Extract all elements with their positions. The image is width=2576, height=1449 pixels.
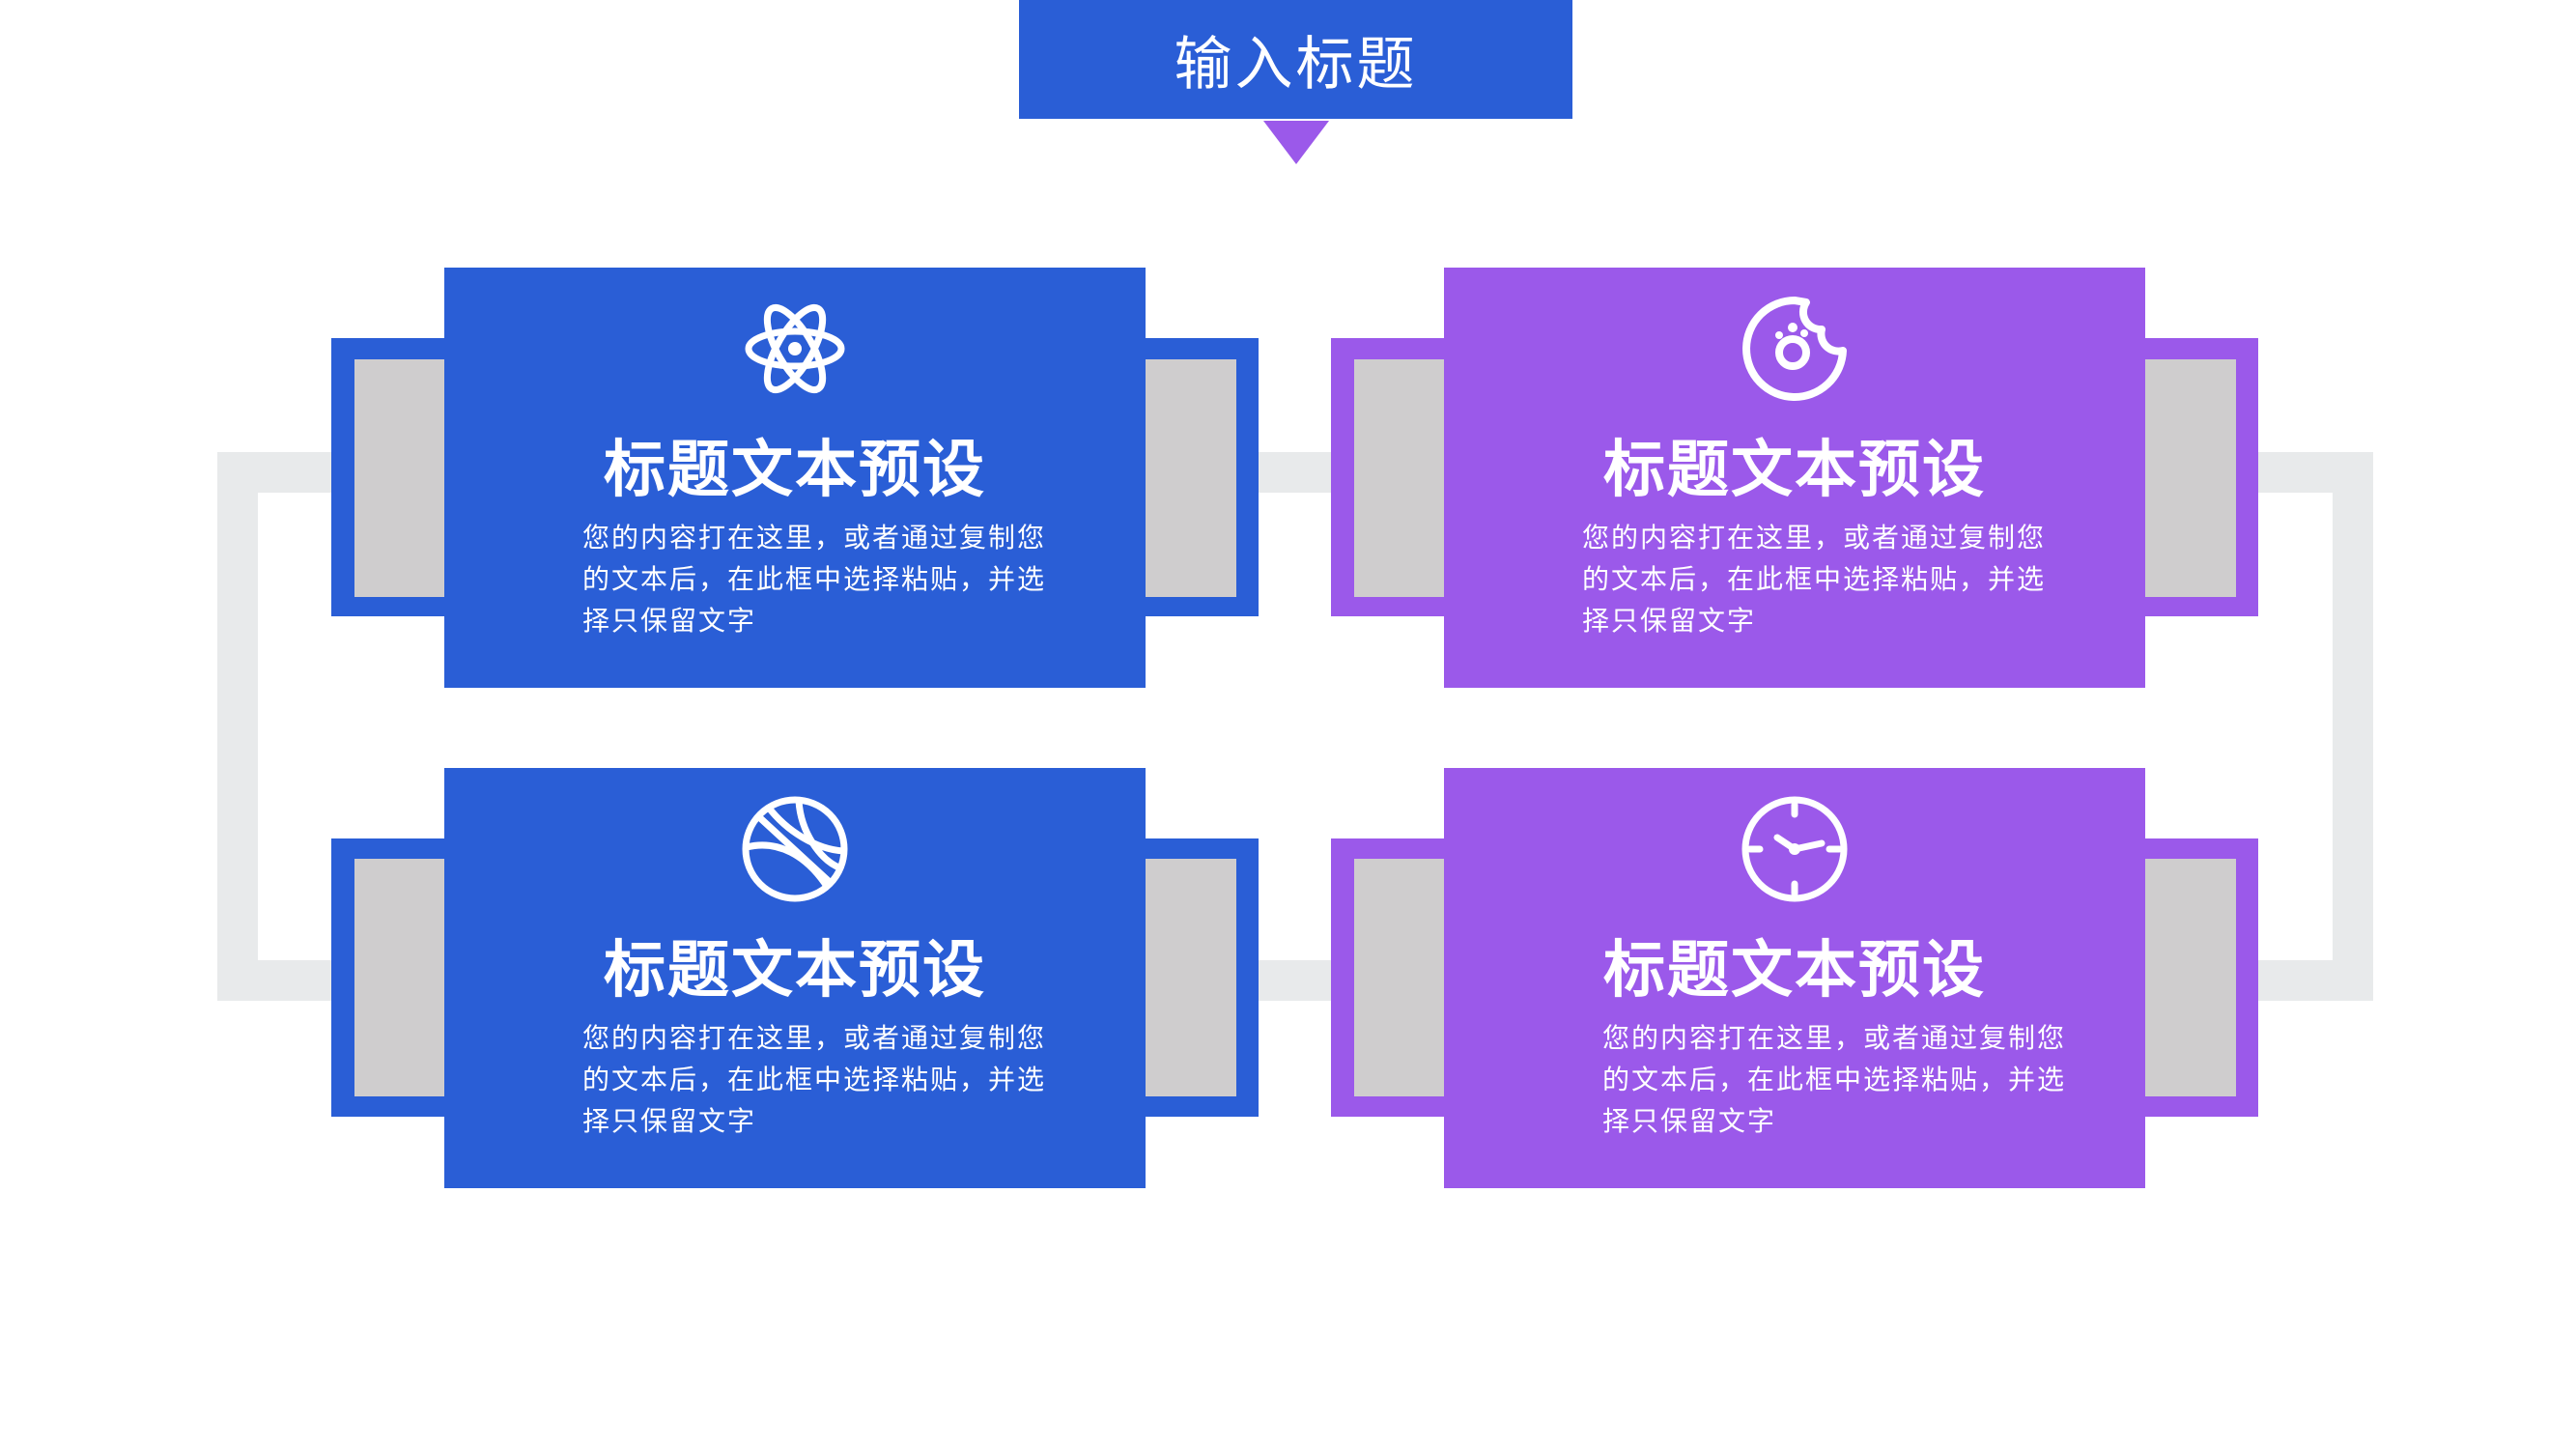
- card-2-line-3: 择只保留文字: [1582, 605, 1757, 637]
- card-2-line-1: 您的内容打在这里，或者通过复制您: [1582, 522, 2047, 554]
- connector-top-left: [217, 452, 333, 493]
- card-4-line-2: 的文本后，在此框中选择粘贴，并选: [1602, 1064, 2067, 1095]
- card-2-body: 您的内容打在这里，或者通过复制您 的文本后，在此框中选择粘贴，并选 择只保留文字: [1582, 517, 2046, 641]
- card-3-title: 标题文本预设: [604, 935, 986, 1007]
- card-1-body: 您的内容打在这里，或者通过复制您 的文本后，在此框中选择粘贴，并选 择只保留文字: [582, 517, 1046, 641]
- card-1-right-panel: [1145, 359, 1236, 597]
- card-4: 标题文本预设 您的内容打在这里，或者通过复制您 的文本后，在此框中选择粘贴，并选…: [1444, 768, 2145, 1188]
- card-1: 标题文本预设 您的内容打在这里，或者通过复制您 的文本后，在此框中选择粘贴，并选…: [444, 268, 1146, 688]
- card-2: 标题文本预设 您的内容打在这里，或者通过复制您 的文本后，在此框中选择粘贴，并选…: [1444, 268, 2145, 688]
- title-pointer-triangle: [1263, 121, 1329, 164]
- connector-top-middle: [1256, 452, 1333, 493]
- card-4-line-3: 择只保留文字: [1602, 1105, 1777, 1137]
- connector-top-right: [2257, 452, 2373, 493]
- connector-bottom-middle: [1256, 960, 1333, 1001]
- card-3-left-panel: [354, 859, 451, 1096]
- card-4-right-panel: [2144, 859, 2236, 1096]
- card-1-line-1: 您的内容打在这里，或者通过复制您: [582, 522, 1047, 554]
- card-3-body: 您的内容打在这里，或者通过复制您 的文本后，在此框中选择粘贴，并选 择只保留文字: [582, 1017, 1046, 1142]
- card-1-left-panel: [354, 359, 451, 597]
- card-3-line-3: 择只保留文字: [582, 1105, 757, 1137]
- card-1-line-2: 的文本后，在此框中选择粘贴，并选: [582, 563, 1047, 595]
- card-4-line-1: 您的内容打在这里，或者通过复制您: [1602, 1022, 2067, 1054]
- card-2-left-panel: [1354, 359, 1446, 597]
- atom-icon: [745, 303, 845, 394]
- page-title: 输入标题: [1174, 31, 1418, 99]
- card-4-body: 您的内容打在这里，或者通过复制您 的文本后，在此框中选择粘贴，并选 择只保留文字: [1602, 1017, 2066, 1142]
- card-3-line-2: 的文本后，在此框中选择粘贴，并选: [582, 1064, 1047, 1095]
- connector-bottom-right: [2257, 960, 2373, 1001]
- card-1-line-3: 择只保留文字: [582, 605, 757, 637]
- card-3-line-1: 您的内容打在这里，或者通过复制您: [582, 1022, 1047, 1054]
- basketball-icon: [742, 796, 848, 902]
- card-3: 标题文本预设 您的内容打在这里，或者通过复制您 的文本后，在此框中选择粘贴，并选…: [444, 768, 1146, 1188]
- connector-bottom-left: [217, 960, 333, 1001]
- card-2-right-panel: [2144, 359, 2236, 597]
- connector-left-vertical: [217, 452, 258, 1001]
- card-1-title: 标题文本预设: [604, 435, 986, 506]
- cookie-icon: [1742, 297, 1847, 401]
- card-4-left-panel: [1354, 859, 1446, 1096]
- card-3-right-panel: [1145, 859, 1236, 1096]
- card-4-title: 标题文本预设: [1603, 935, 1986, 1007]
- card-2-line-2: 的文本后，在此框中选择粘贴，并选: [1582, 563, 2047, 595]
- title-banner: 输入标题: [1019, 0, 1572, 119]
- clock-icon: [1741, 796, 1848, 902]
- connector-right-vertical: [2333, 452, 2373, 1001]
- card-2-title: 标题文本预设: [1603, 435, 1986, 506]
